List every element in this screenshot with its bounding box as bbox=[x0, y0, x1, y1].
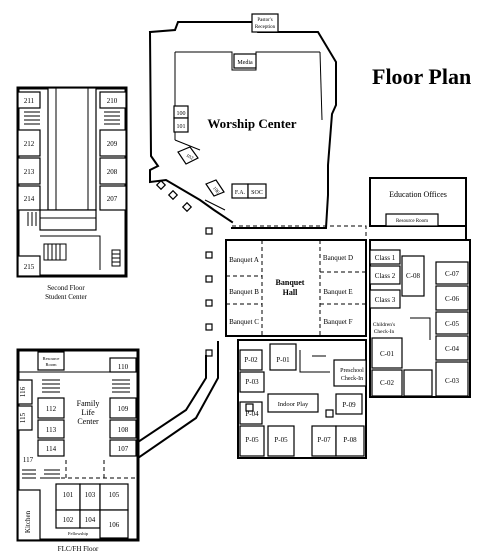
worship-center-area: Pastor's Reception Media 100 101 102 106… bbox=[148, 13, 337, 229]
preschool-checkin-label-1: Preschool bbox=[340, 368, 364, 374]
fa-room-label: F.A. bbox=[235, 190, 246, 196]
kitchen-label: Kitchen bbox=[24, 510, 32, 533]
banquet-hall-area: Banquet A Banquet B Banquet C Banquet D … bbox=[225, 239, 367, 337]
p09-label: P-09 bbox=[342, 401, 356, 409]
room-106-label: 106 bbox=[211, 186, 220, 195]
room-105-label: 105 bbox=[109, 491, 120, 499]
c02-label: C-02 bbox=[380, 379, 395, 387]
flc-caption: FLC/FH Floor bbox=[58, 545, 99, 553]
room-107-label: 107 bbox=[118, 445, 129, 453]
resource-room-label: Resource Room bbox=[396, 219, 428, 224]
room-114-label: 114 bbox=[46, 445, 57, 453]
room-116-label: 116 bbox=[19, 386, 27, 397]
worship-center-label: Worship Center bbox=[207, 116, 296, 131]
c08-label: C-08 bbox=[406, 272, 421, 280]
flc-resource-room-label-2: Room bbox=[45, 362, 57, 367]
pastors-reception-label-1: Pastor's bbox=[257, 18, 272, 23]
room-101-label: 101 bbox=[177, 124, 186, 130]
banquet-e-label: Banquet E bbox=[323, 288, 352, 296]
room-109-label: 109 bbox=[118, 405, 129, 413]
flc-label-1: Family bbox=[77, 399, 100, 408]
room-213-label: 213 bbox=[24, 168, 35, 176]
education-offices-label: Education Offices bbox=[389, 190, 447, 199]
childrens-checkin-label-1: Children's bbox=[373, 322, 395, 328]
c07-label: C-07 bbox=[445, 270, 460, 278]
connector-columns bbox=[205, 227, 213, 357]
room-208-label: 208 bbox=[107, 168, 118, 176]
banquet-f-label: Banquet F bbox=[324, 318, 353, 326]
education-area: Education Offices Resource Room Class 1 … bbox=[369, 177, 471, 398]
p07-label: P-07 bbox=[317, 436, 331, 444]
p02-label: P-02 bbox=[244, 356, 258, 364]
flc-label-2: Life bbox=[81, 408, 95, 417]
room-214-label: 214 bbox=[24, 195, 35, 203]
media-label: Media bbox=[237, 60, 253, 66]
c03-label: C-03 bbox=[445, 377, 460, 385]
room-101-label: 101 bbox=[63, 491, 74, 499]
second-floor-area: 211 210 212 209 213 208 214 207 215 Seco… bbox=[16, 86, 128, 301]
c06-label: C-06 bbox=[445, 295, 460, 303]
p05b-label: P-05 bbox=[274, 436, 288, 444]
room-102-label: 102 bbox=[185, 154, 194, 162]
room-117-label: 117 bbox=[23, 456, 34, 464]
class-2-label: Class 2 bbox=[375, 272, 396, 280]
c05-label: C-05 bbox=[445, 320, 460, 328]
room-112-label: 112 bbox=[46, 405, 57, 413]
room-212-label: 212 bbox=[24, 140, 35, 148]
banquet-a-label: Banquet A bbox=[229, 256, 259, 264]
pastors-reception-label-2: Reception bbox=[255, 25, 276, 30]
room-104-label: 104 bbox=[85, 516, 96, 524]
p03-label: P-03 bbox=[245, 378, 259, 386]
room-211-label: 211 bbox=[24, 97, 35, 105]
p04-label: P-04 bbox=[245, 410, 259, 418]
banquet-hall-label-2: Hall bbox=[283, 288, 298, 297]
banquet-b-label: Banquet B bbox=[229, 288, 259, 296]
room-115-label: 115 bbox=[19, 412, 27, 423]
room-215-label: 215 bbox=[24, 263, 35, 271]
fellowship-label: Fellowship bbox=[68, 531, 89, 536]
c04-label: C-04 bbox=[445, 345, 460, 353]
room-210-label: 210 bbox=[107, 97, 118, 105]
class-1-label: Class 1 bbox=[375, 254, 396, 262]
map-title: Floor Plan bbox=[372, 64, 471, 89]
flc-label-3: Center bbox=[77, 417, 99, 426]
preschool-checkin-label-2: Check-In bbox=[341, 376, 363, 382]
room-209-label: 209 bbox=[107, 140, 118, 148]
class-3-label: Class 3 bbox=[375, 296, 396, 304]
p01-label: P-01 bbox=[276, 356, 290, 364]
banquet-c-label: Banquet C bbox=[229, 318, 259, 326]
room-108-label: 108 bbox=[118, 426, 129, 434]
c01-label: C-01 bbox=[380, 350, 395, 358]
flc-resource-room-label-1: Resource bbox=[43, 356, 60, 361]
room-106-flc-label: 106 bbox=[109, 521, 120, 529]
soc-room-label: SOC bbox=[251, 190, 263, 196]
banquet-hall-label-1: Banquet bbox=[276, 278, 305, 287]
p05a-label: P-05 bbox=[245, 436, 259, 444]
childrens-checkin-label-2: Check-In bbox=[374, 329, 395, 335]
room-100-label: 100 bbox=[177, 111, 186, 117]
room-103-label: 103 bbox=[85, 491, 96, 499]
room-113-label: 113 bbox=[46, 426, 57, 434]
banquet-d-label: Banquet D bbox=[323, 254, 353, 262]
second-floor-caption-1: Second Floor bbox=[47, 284, 85, 292]
room-110-label: 110 bbox=[118, 363, 129, 371]
room-207-label: 207 bbox=[107, 195, 118, 203]
second-floor-caption-2: Student Center bbox=[45, 293, 87, 301]
family-life-center-area: Resource Room 110 112 109 113 108 114 10… bbox=[16, 341, 219, 553]
indoor-play-label: Indoor Play bbox=[278, 401, 309, 408]
p08-label: P-08 bbox=[343, 436, 357, 444]
room-102-flc-label: 102 bbox=[63, 516, 74, 524]
preschool-area: P-02 P-01 P-03 P-04 P-05 P-05 P-07 P-08 … bbox=[237, 339, 367, 459]
